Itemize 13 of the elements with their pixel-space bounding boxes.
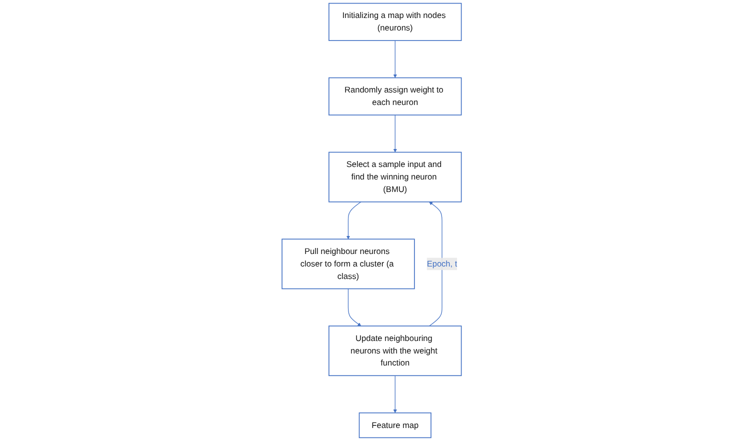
arrow — [428, 202, 442, 326]
arrow — [393, 114, 397, 152]
node-box: Update neighbouring neurons with the weight function — [328, 326, 462, 376]
arrow — [346, 202, 362, 240]
arrow — [393, 375, 397, 414]
arrow — [348, 288, 361, 326]
node-box: Initializing a map with nodes (neurons) — [328, 2, 462, 41]
edge-label: Epoch, t — [426, 259, 458, 268]
node-box: Pull neighbour neurons closer to form a cluster (a class) — [281, 238, 415, 290]
node-box: Randomly assign weight to each neuron — [328, 77, 462, 116]
arrow — [393, 40, 397, 78]
node-box: Feature map — [358, 412, 432, 438]
node-box: Select a sample input and find the winning neuron (BMU) — [328, 152, 462, 202]
